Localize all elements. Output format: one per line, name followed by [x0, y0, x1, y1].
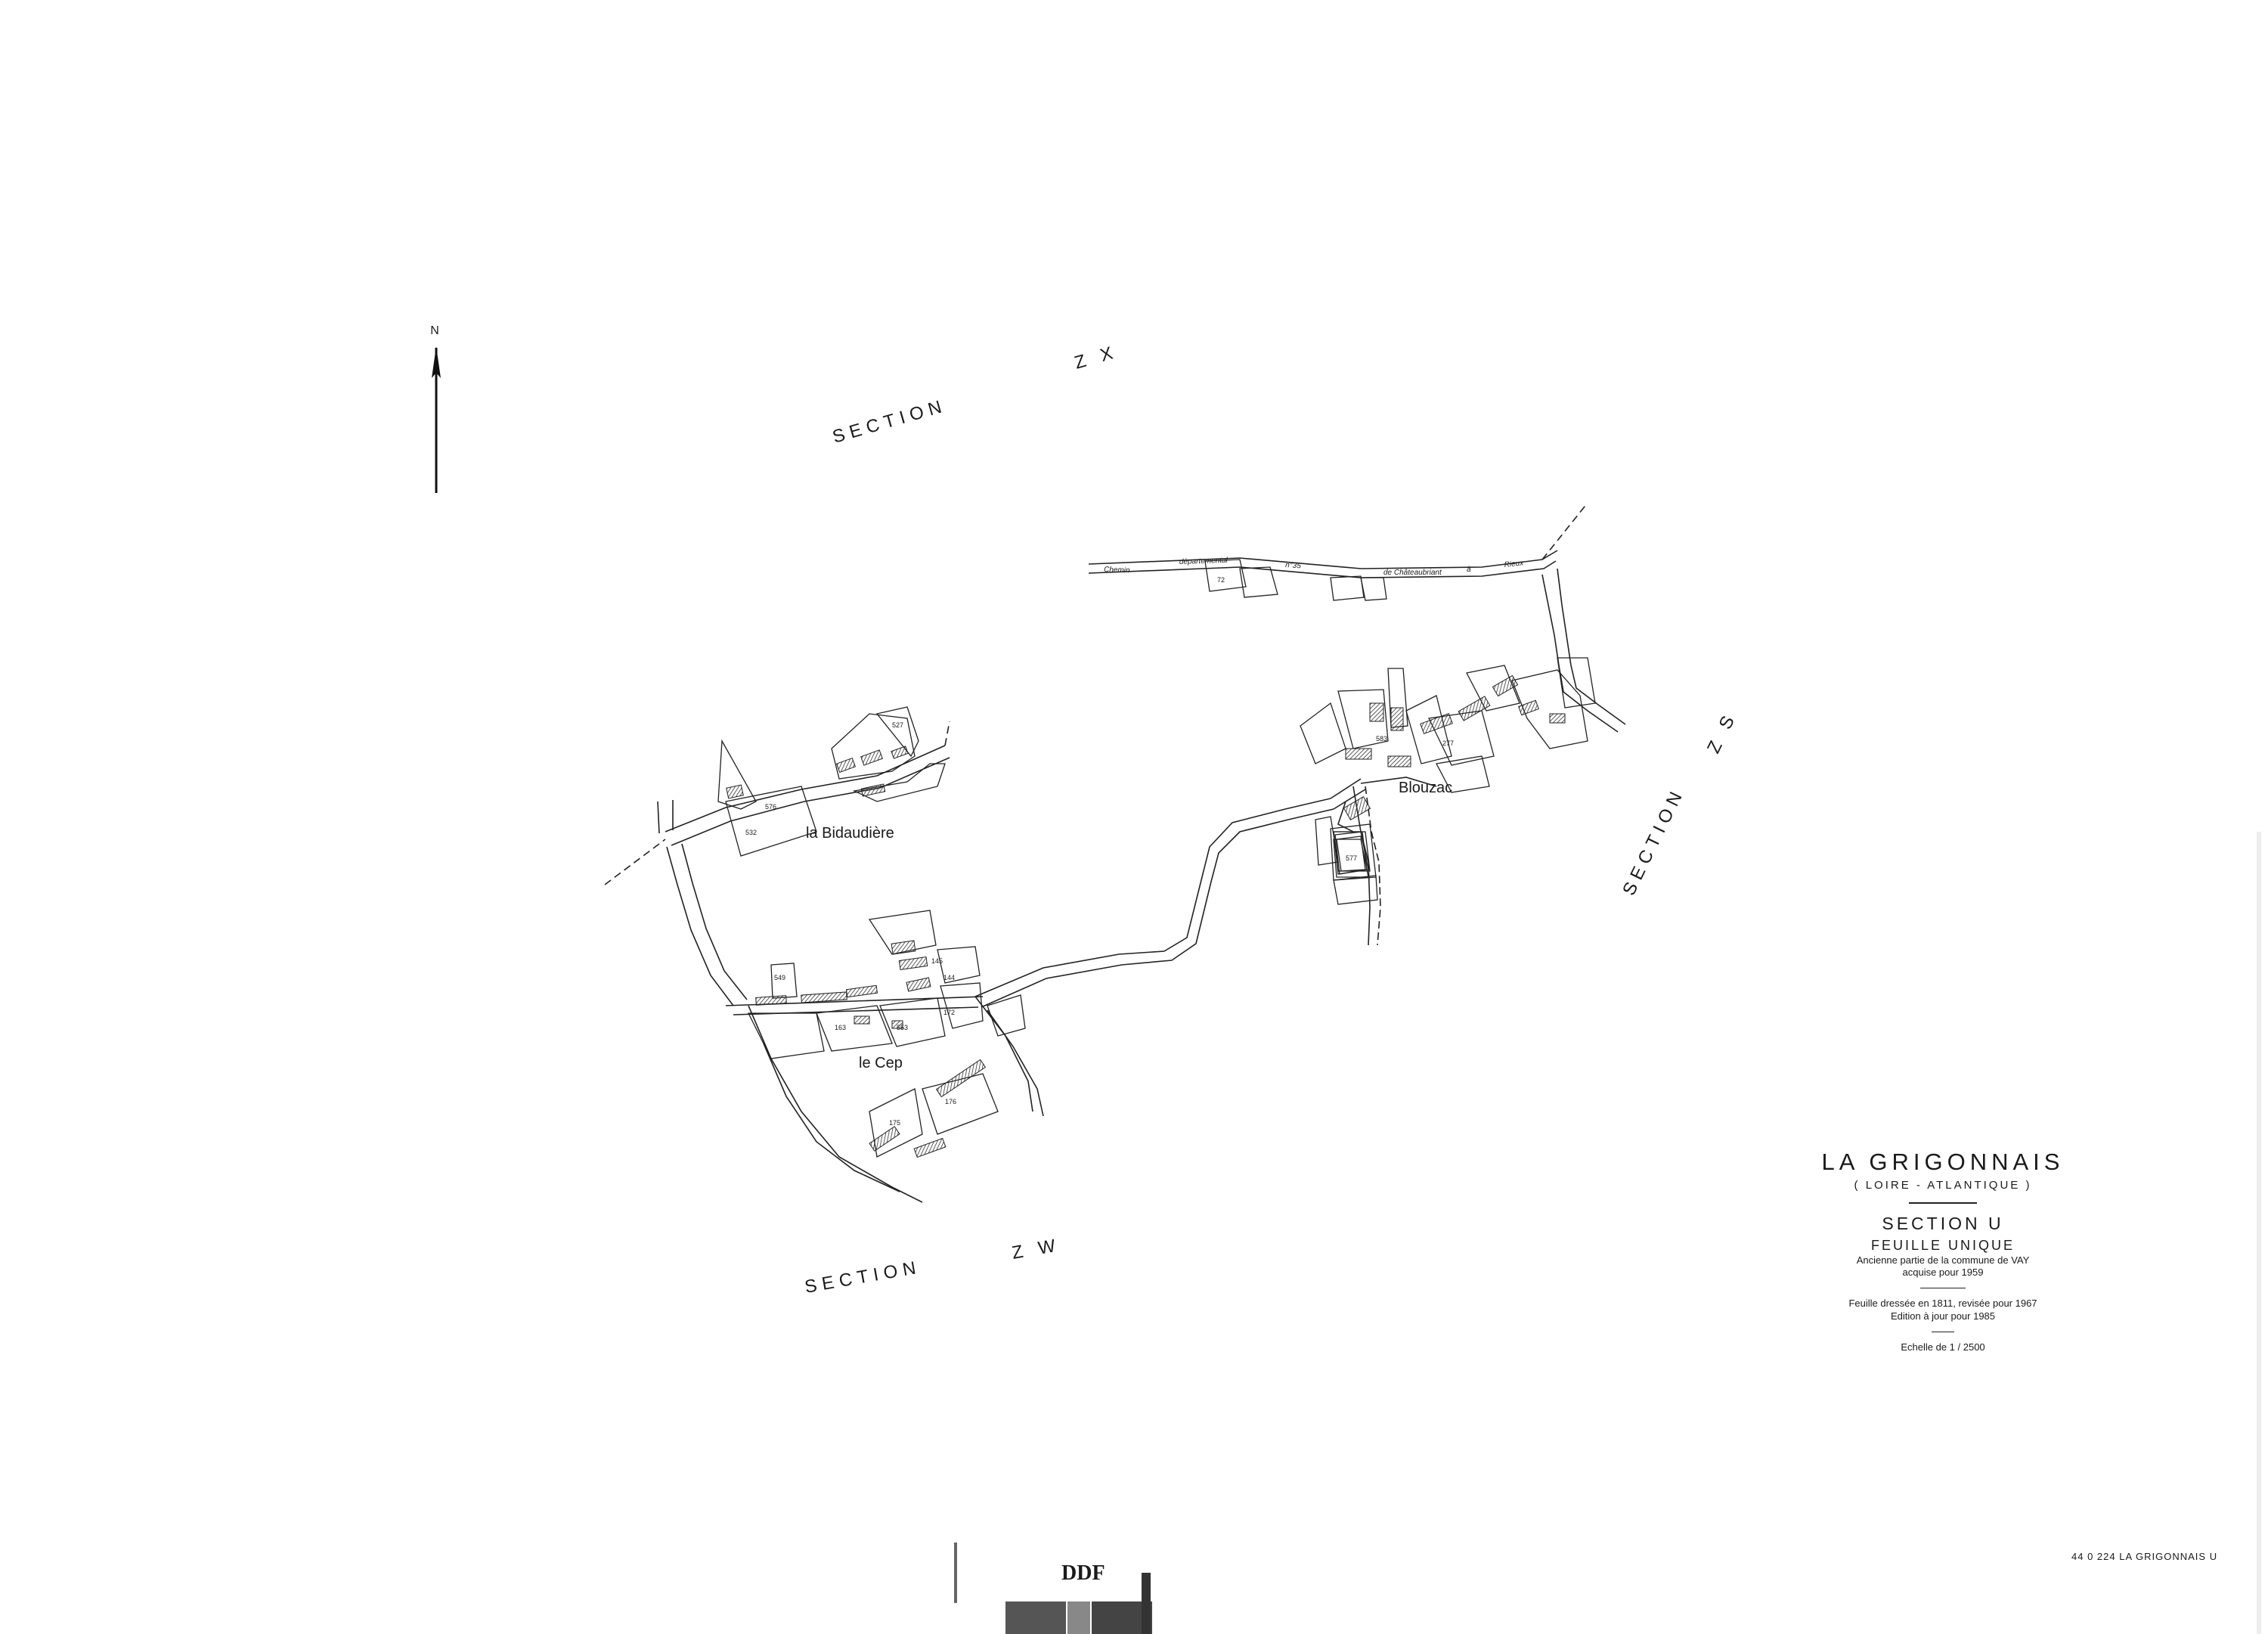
parcel [1387, 668, 1408, 728]
north-arrow: N [430, 324, 441, 493]
parcel [1511, 669, 1588, 749]
roads [604, 502, 1626, 1203]
parcel [1333, 875, 1378, 905]
parcel [1204, 559, 1247, 592]
section-zx-word: SECTION [830, 395, 949, 448]
parcel [831, 713, 916, 780]
commune-name: LA GRIGONNAIS [1821, 1149, 2065, 1175]
parcel [1333, 839, 1369, 878]
road-word-3: n°35 [1285, 561, 1302, 570]
parcel-number: 576 [765, 803, 776, 811]
section-zw-word: SECTION [803, 1257, 922, 1298]
place-le-cep: le Cep [859, 1055, 903, 1071]
road-word-4: de Châteaubriant [1383, 569, 1442, 577]
road-word-5: à [1467, 566, 1471, 574]
parcel [937, 946, 981, 984]
section-name: SECTION U [1882, 1213, 2004, 1233]
parcel [816, 1005, 893, 1052]
parcel-number: 163 [835, 1024, 846, 1031]
parcel-numbers: 527 532 576 549 145 144 172 163 175 176 … [745, 576, 1454, 1127]
scale: Echelle de 1 / 2500 [1901, 1341, 1985, 1353]
edition-updated: Edition à jour pour 1985 [1890, 1310, 1996, 1322]
road-lettering: Chemin départemental n°35 de Châteaubria… [1104, 557, 1525, 577]
parcel [1337, 689, 1389, 749]
parcel-number: 145 [931, 957, 943, 965]
place-bidaudiere: la Bidaudière [806, 825, 894, 842]
parcel-number: 527 [892, 721, 903, 729]
road-word-2: départemental [1179, 557, 1228, 566]
parcel [1360, 577, 1387, 601]
parcels [717, 559, 1596, 1158]
department-name: ( LOIRE - ATLANTIQUE ) [1854, 1178, 2032, 1192]
parcel [717, 739, 757, 810]
parcel [875, 706, 919, 758]
parcel [987, 994, 1026, 1037]
road-word-6: Rieux [1504, 559, 1525, 569]
parcel-number: 72 [1217, 576, 1225, 584]
parcel [1336, 836, 1366, 872]
parcel [1557, 657, 1596, 708]
parcel-number: 577 [1346, 854, 1357, 862]
north-letter: N [430, 324, 439, 337]
parcel-number: 583 [1376, 735, 1387, 743]
north-arrowhead-icon [432, 346, 441, 378]
section-zw-code: Z W [1010, 1235, 1062, 1263]
title-block: LA GRIGONNAIS ( LOIRE - ATLANTIQUE ) SEC… [1761, 1148, 2124, 1353]
buildings [726, 674, 1566, 1158]
road-bidaudiere [665, 745, 946, 833]
parcel [725, 786, 817, 857]
parcel-number: 553 [897, 1024, 908, 1031]
parcel [1466, 665, 1520, 712]
road-word-1: Chemin [1104, 566, 1130, 575]
parcel [868, 910, 937, 955]
parcel-number: 144 [943, 974, 955, 981]
parcel-number: 176 [945, 1098, 956, 1105]
parcel-number: 175 [889, 1119, 900, 1127]
parcel [1330, 575, 1365, 601]
parcel [940, 982, 984, 1029]
scan-artifacts [954, 832, 2261, 1634]
ddf-stamp: DDF [1061, 1561, 1105, 1585]
section-zs-code: Z S [1703, 708, 1741, 756]
parcel-number: 549 [774, 974, 785, 981]
parcel [1239, 566, 1278, 598]
former-part: Ancienne partie de la commune de VAY [1856, 1254, 2030, 1266]
parcel [852, 763, 946, 802]
parcel [747, 1012, 825, 1059]
parcel [1300, 702, 1346, 764]
place-blouzac: Blouzac [1399, 780, 1452, 796]
acquired-year: acquise pour 1959 [1902, 1267, 1984, 1278]
parcel-number: 532 [745, 829, 757, 836]
section-zs-word: SECTION [1619, 784, 1689, 899]
parcel-number: 277 [1442, 739, 1454, 747]
parcel [1333, 831, 1371, 872]
drawn-revised: Feuille dressée en 1811, revisée pour 19… [1848, 1298, 2037, 1310]
parcel [770, 963, 798, 999]
parcel [1436, 755, 1490, 793]
sheet-reference: 44 0 224 LA GRIGONNAIS U [2071, 1551, 2218, 1562]
parcel [1405, 695, 1452, 764]
parcel [1315, 816, 1339, 866]
sheet-name: FEUILLE UNIQUE [1870, 1238, 2015, 1254]
parcel-number: 172 [943, 1009, 955, 1016]
road-cep-blouzac [974, 798, 1331, 997]
parcel [879, 997, 946, 1047]
section-zx-code: Z X [1072, 342, 1120, 374]
divider [1909, 1201, 1977, 1204]
departmental-road [1088, 550, 1558, 569]
